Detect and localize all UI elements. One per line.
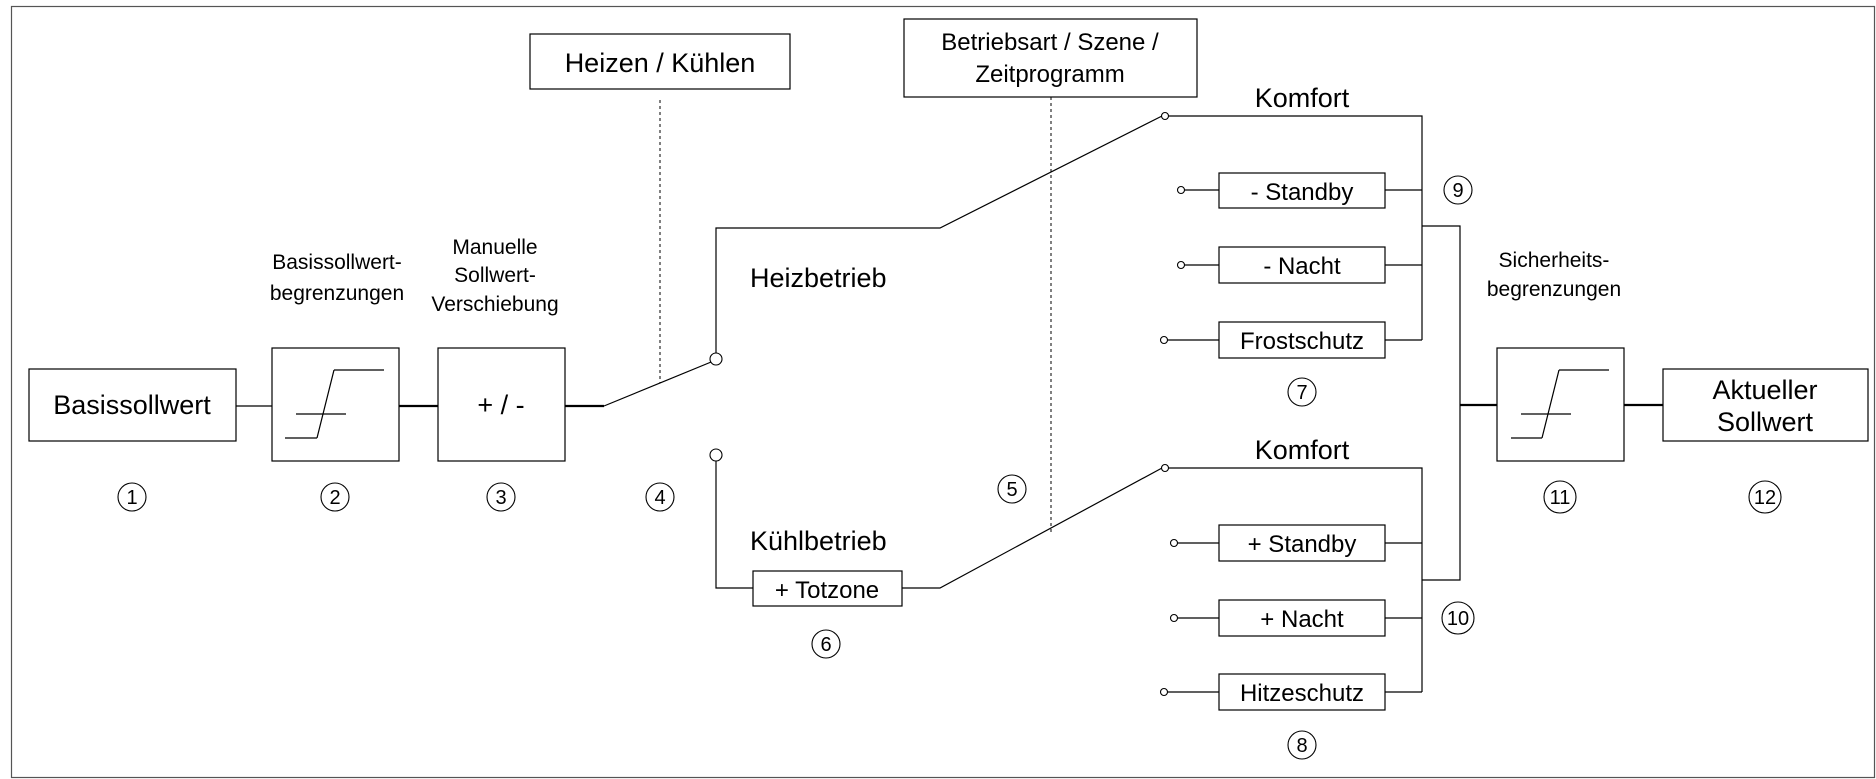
aktueller-label-1: Aktueller xyxy=(1712,375,1817,405)
plus-standby-label: + Standby xyxy=(1248,531,1357,558)
svg-text:12: 12 xyxy=(1754,487,1776,509)
totzone-block: + Totzone xyxy=(752,570,903,607)
wire-heat-to-merge xyxy=(1422,225,1461,405)
cool-contact-komfort xyxy=(1160,463,1170,473)
aktueller-sollwert-block: Aktueller Sollwert xyxy=(1662,368,1869,442)
wire-totzone-out xyxy=(902,467,1163,589)
frostschutz-block: Frostschutz xyxy=(1218,321,1386,359)
basis-grenz-label-2: begrenzungen xyxy=(270,282,404,305)
plus-minus-label: + / - xyxy=(477,390,524,420)
komfort-heat-label: Komfort xyxy=(1255,83,1350,113)
heat-contact-standby xyxy=(1176,185,1186,195)
betriebsart-block: Betriebsart / Szene / Zeitprogramm xyxy=(903,18,1198,98)
marker-5: 5 xyxy=(997,474,1027,504)
wire-komfort-heat xyxy=(1168,115,1423,340)
svg-text:8: 8 xyxy=(1296,735,1307,757)
plus-standby-block: + Standby xyxy=(1218,524,1386,562)
hitzeschutz-label: Hitzeschutz xyxy=(1240,680,1364,707)
wire-heat-path xyxy=(715,115,1163,353)
wire-cool-path xyxy=(715,461,753,589)
wire-komfort-cool xyxy=(1168,467,1423,692)
aktueller-label-2: Sollwert xyxy=(1717,407,1814,437)
marker-8: 8 xyxy=(1287,730,1317,760)
minus-nacht-label: - Nacht xyxy=(1263,253,1341,280)
marker-10: 10 xyxy=(1441,601,1475,635)
minus-nacht-block: - Nacht xyxy=(1218,246,1386,284)
manuelle-label-3: Verschiebung xyxy=(431,293,558,316)
safety-limiter-block xyxy=(1496,347,1625,462)
switch-4-contact-heat xyxy=(709,352,723,366)
betriebsart-label-2: Zeitprogramm xyxy=(975,61,1124,88)
heizen-kuehlen-label: Heizen / Kühlen xyxy=(565,48,756,78)
svg-text:5: 5 xyxy=(1006,479,1017,501)
hitzeschutz-block: Hitzeschutz xyxy=(1218,673,1386,711)
svg-text:7: 7 xyxy=(1296,382,1307,404)
cool-contact-standby xyxy=(1169,538,1179,548)
basis-grenz-label-1: Basissollwert- xyxy=(272,251,402,274)
betriebsart-label-1: Betriebsart / Szene / xyxy=(941,29,1159,56)
heizen-kuehlen-block: Heizen / Kühlen xyxy=(529,33,791,90)
svg-text:1: 1 xyxy=(126,487,137,509)
plus-nacht-block: + Nacht xyxy=(1218,599,1386,637)
minus-standby-block: - Standby xyxy=(1218,172,1386,209)
totzone-label: + Totzone xyxy=(775,577,879,604)
frostschutz-label: Frostschutz xyxy=(1240,328,1364,355)
manuelle-label-2: Sollwert- xyxy=(454,264,536,287)
cool-contact-nacht xyxy=(1169,613,1179,623)
plus-nacht-label: + Nacht xyxy=(1260,606,1344,633)
sicherheit-label-1: Sicherheits- xyxy=(1499,249,1610,272)
marker-6: 6 xyxy=(811,629,841,659)
wire-cool-to-merge xyxy=(1422,405,1461,581)
heat-contact-frost xyxy=(1159,335,1169,345)
marker-11: 11 xyxy=(1543,480,1577,514)
marker-2: 2 xyxy=(320,482,350,512)
marker-12: 12 xyxy=(1748,480,1782,514)
heat-contact-komfort xyxy=(1160,111,1170,121)
svg-text:4: 4 xyxy=(654,487,665,509)
basissollwert-block: Basissollwert xyxy=(28,368,237,442)
diagram-frame xyxy=(10,5,1876,779)
svg-text:10: 10 xyxy=(1447,608,1469,630)
marker-4: 4 xyxy=(645,482,675,512)
svg-text:11: 11 xyxy=(1550,487,1571,509)
kuehlbetrieb-label: Kühlbetrieb xyxy=(750,526,887,556)
svg-text:6: 6 xyxy=(820,634,831,656)
marker-9: 9 xyxy=(1443,175,1473,205)
minus-standby-label: - Standby xyxy=(1251,179,1354,206)
basissollwert-limiter-block xyxy=(271,347,400,462)
manual-shift-block: + / - xyxy=(437,347,566,462)
heizbetrieb-label: Heizbetrieb xyxy=(750,263,887,293)
switch-4-contact-cool xyxy=(709,448,723,462)
marker-1: 1 xyxy=(117,482,147,512)
heat-contact-nacht xyxy=(1176,260,1186,270)
cool-contact-hitze xyxy=(1159,687,1169,697)
svg-text:3: 3 xyxy=(495,487,506,509)
sicherheit-label-2: begrenzungen xyxy=(1487,278,1621,301)
komfort-cool-label: Komfort xyxy=(1255,435,1350,465)
basissollwert-label: Basissollwert xyxy=(53,390,211,420)
marker-7: 7 xyxy=(1287,377,1317,407)
svg-text:2: 2 xyxy=(329,487,340,509)
manuelle-label-1: Manuelle xyxy=(452,236,537,259)
marker-3: 3 xyxy=(486,482,516,512)
svg-text:9: 9 xyxy=(1452,180,1463,202)
